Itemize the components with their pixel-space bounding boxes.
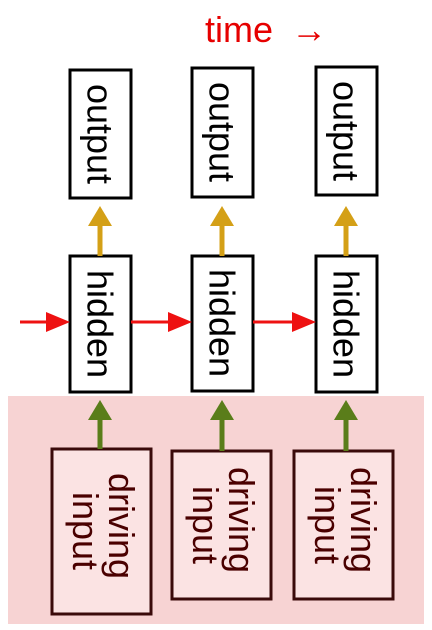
input-label-1: driving input bbox=[65, 473, 142, 589]
output-arrow-3 bbox=[334, 206, 358, 256]
output-arrow-1 bbox=[88, 206, 112, 256]
input-node-2: driving input bbox=[170, 449, 273, 601]
input-arrow-1 bbox=[88, 400, 112, 449]
input-node-3: driving input bbox=[292, 449, 395, 601]
input-arrow-2 bbox=[210, 400, 234, 451]
output-label-2: output bbox=[202, 82, 243, 182]
hidden-node-1: hidden bbox=[68, 254, 133, 394]
recurrent-arrow-1-2 bbox=[131, 312, 192, 332]
output-node-3: output bbox=[314, 65, 379, 197]
hidden-node-2: hidden bbox=[190, 254, 255, 393]
input-arrow-3 bbox=[334, 400, 358, 451]
output-label-3: output bbox=[326, 81, 367, 181]
input-label-3: driving input bbox=[307, 467, 384, 583]
time-label: time → bbox=[205, 9, 327, 50]
output-arrow-2 bbox=[210, 206, 234, 256]
input-node-1: driving input bbox=[50, 447, 153, 616]
recurrent-arrow-2-3 bbox=[253, 312, 316, 332]
hidden-node-3: hidden bbox=[314, 254, 379, 394]
hidden-label-1: hidden bbox=[80, 270, 121, 378]
output-node-1: output bbox=[68, 68, 133, 200]
output-label-1: output bbox=[80, 84, 121, 184]
recurrent-arrow-in bbox=[20, 312, 70, 332]
hidden-label-3: hidden bbox=[326, 270, 367, 378]
output-node-2: output bbox=[190, 66, 255, 199]
hidden-label-2: hidden bbox=[202, 269, 243, 377]
input-label-2: driving input bbox=[185, 467, 262, 583]
